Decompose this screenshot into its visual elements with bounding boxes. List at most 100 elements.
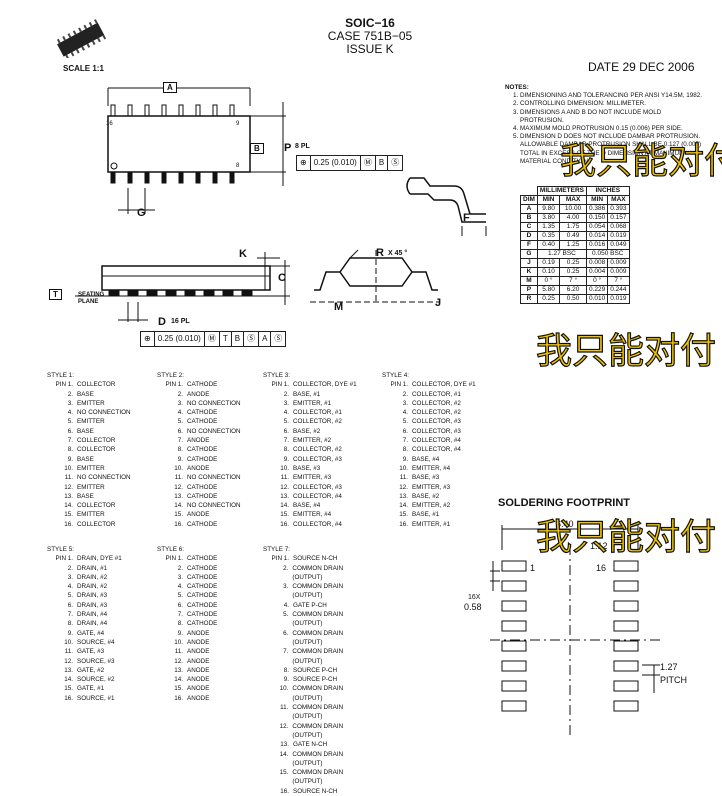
lead-detail-drawing — [406, 177, 487, 236]
pin-row: 13.COLLECTOR, #4 — [263, 492, 373, 501]
pin-function: CATHODE — [187, 601, 218, 609]
pin-function: COLLECTOR, #3 — [293, 483, 342, 491]
pin-function: CATHODE — [187, 583, 218, 591]
table-header: MIN — [585, 195, 609, 205]
package-name: SOIC−16 — [345, 16, 395, 30]
pin-number: 12. — [174, 483, 183, 491]
table-cell: 1.25 — [559, 240, 587, 250]
document-date: DATE 29 DEC 2006 — [588, 60, 695, 74]
pin-function: BASE — [77, 455, 94, 463]
pin-number: 10. — [174, 638, 183, 646]
pin-row: 3.EMITTER — [47, 399, 157, 408]
dim-label-k: K — [239, 248, 247, 260]
pin-function: COLLECTOR, #4 — [293, 492, 342, 500]
package-3d-illustration — [56, 19, 107, 58]
pin-row: 3.CATHODE — [157, 573, 267, 582]
pin-row: 6.CATHODE — [157, 601, 267, 610]
dim-label-j: J — [435, 297, 442, 309]
pin-function: COLLECTOR, #4 — [412, 437, 461, 445]
dim-label-p: P — [284, 142, 292, 154]
side-view-drawing — [75, 252, 290, 322]
pin-row: 9.COLLECTOR, #3 — [263, 455, 373, 464]
pin-row: 5.COLLECTOR, #2 — [263, 417, 373, 426]
table-cell: 0.25 — [559, 267, 587, 277]
pin-number: 5. — [283, 611, 289, 619]
pin-row: 13.CATHODE — [157, 492, 267, 501]
end-view-drawing — [310, 249, 440, 303]
table-header: MAX — [559, 195, 587, 205]
pin-row: 13.BASE — [47, 492, 157, 501]
pin-number: 7. — [283, 648, 289, 656]
footprint-pad — [613, 680, 639, 692]
pin-number: 16. — [174, 694, 183, 702]
pin-row: 7.EMITTER, #2 — [263, 436, 373, 445]
datum-a-ref: A — [259, 332, 272, 346]
footprint-pad — [501, 580, 527, 592]
pin-function: COLLECTOR, DYE #1 — [293, 381, 357, 389]
pin-number: 8. — [67, 620, 73, 628]
table-cell: 4.00 — [559, 213, 587, 223]
table-cell: J — [520, 258, 538, 268]
pin-function: SOURCE N-CH — [293, 555, 338, 563]
pin-number: PIN 1. — [390, 381, 409, 389]
dim-label-p-note: 8 PL — [295, 143, 310, 150]
pin-number: 16. — [280, 787, 289, 795]
pin-number: 10. — [280, 464, 289, 472]
pin-function: EMITTER — [77, 399, 105, 407]
pin-number: 6. — [67, 427, 73, 435]
pin-row: 4.COLLECTOR, #1 — [263, 408, 373, 417]
pin-row: 6.NO CONNECTION — [157, 427, 267, 436]
pin-number: 3. — [402, 399, 408, 407]
pin-number: 2. — [67, 390, 73, 398]
pin-function: COLLECTOR, #2 — [293, 418, 342, 426]
pin-row: 10.COMMON DRAIN (OUTPUT) — [263, 684, 373, 703]
pin-row: 4.CATHODE — [157, 408, 267, 417]
table-cell: 7 ° — [607, 276, 630, 286]
pin-function: ANODE — [187, 685, 210, 693]
pin-row: 11.NO CONNECTION — [157, 473, 267, 482]
pin-number: 12. — [280, 483, 289, 491]
footprint-pad — [501, 700, 527, 712]
note-item: MAXIMUM MOLD PROTRUSION 0.15 (0.006) PER… — [520, 125, 705, 133]
pin-number: 6. — [402, 427, 408, 435]
pin-style-title: STYLE 6: — [157, 546, 184, 553]
table-cell: 0.40 — [536, 240, 561, 250]
pin-number: 12. — [399, 483, 408, 491]
pin-row: 13.GATE, #2 — [47, 666, 157, 675]
pin-number: 11. — [174, 474, 183, 482]
pin-number: 7. — [177, 611, 183, 619]
table-group-in: INCHES — [585, 186, 630, 196]
table-cell: D — [520, 231, 538, 241]
pin-number: 12. — [64, 483, 73, 491]
pin-row: 14.BASE, #4 — [263, 501, 373, 510]
table-cell: 7 ° — [559, 276, 587, 286]
pin-row: 5.DRAIN, #3 — [47, 591, 157, 600]
pin-row: 5.CATHODE — [157, 417, 267, 426]
pin-row: 5.COMMON DRAIN (OUTPUT) — [263, 610, 373, 629]
pin-row: 10.ANODE — [157, 638, 267, 647]
pin-row: 5.CATHODE — [157, 591, 267, 600]
pin-number: 11. — [399, 474, 408, 482]
pin-number: 8. — [283, 446, 289, 454]
pin-function: EMITTER — [77, 464, 105, 472]
dim-label-m: M — [334, 301, 344, 313]
footprint-pad — [501, 560, 527, 572]
pin-row: 11.NO CONNECTION — [47, 473, 157, 482]
pin-row: 14.COMMON DRAIN (OUTPUT) — [263, 750, 373, 769]
pin-number: 7. — [283, 437, 289, 445]
pin-number: 14. — [64, 502, 73, 510]
pin-number: 2. — [283, 390, 289, 398]
pin-row: 2.DRAIN, #1 — [47, 564, 157, 573]
pin-row: 9.BASE, #4 — [382, 455, 492, 464]
footprint-dim-pad: 1.12 — [590, 541, 608, 551]
footprint-pitch-value: 1.27 — [660, 662, 678, 672]
pin-function: CATHODE — [187, 381, 218, 389]
table-cell: R — [520, 294, 538, 304]
table-corner — [521, 187, 538, 196]
pin-number: 3. — [177, 573, 183, 581]
dim-label-b: B — [250, 143, 264, 154]
pin-row: 7.COLLECTOR — [47, 436, 157, 445]
datum-b-ref: B — [232, 332, 245, 346]
footprint-label-1: 1 — [530, 563, 536, 573]
